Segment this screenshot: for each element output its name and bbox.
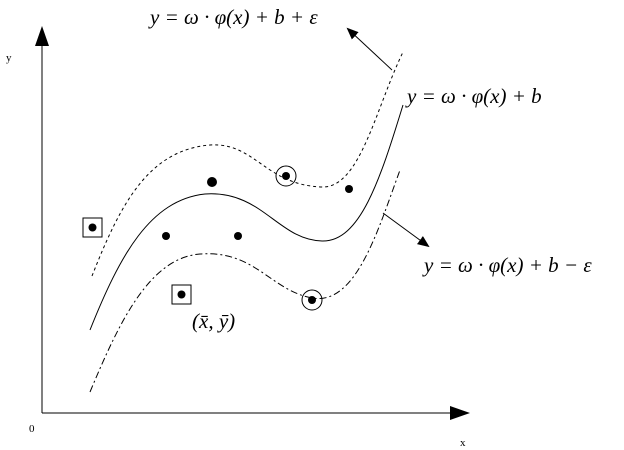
data-point bbox=[162, 232, 170, 240]
x-axis-label: x bbox=[460, 437, 466, 449]
x-axis-arrow-icon bbox=[450, 406, 470, 420]
support-vector-ring bbox=[275, 165, 297, 187]
upper-callout-arrow bbox=[346, 27, 393, 71]
mean-point-label: (x̄, ȳ) bbox=[192, 309, 235, 333]
outlier-box bbox=[171, 284, 192, 305]
lower-epsilon-curve bbox=[89, 169, 401, 393]
regression-curve bbox=[89, 104, 404, 331]
outlier-box bbox=[82, 217, 103, 238]
upper-bound-equation: y = ω · φ(x) + b + ε bbox=[148, 5, 318, 29]
outlier-point bbox=[177, 290, 186, 299]
data-point bbox=[345, 185, 353, 193]
lower-callout-arrow bbox=[382, 212, 430, 248]
data-point bbox=[207, 177, 217, 187]
support-vector-point bbox=[308, 296, 316, 304]
y-axis-arrow-icon bbox=[35, 26, 49, 46]
support-vector-ring bbox=[301, 289, 323, 311]
support-vector-point bbox=[282, 172, 290, 180]
data-point bbox=[234, 232, 242, 240]
regression-equation: y = ω · φ(x) + b bbox=[405, 84, 542, 108]
origin-label: 0 bbox=[29, 423, 35, 435]
upper-epsilon-curve bbox=[91, 51, 404, 277]
lower-bound-equation: y = ω · φ(x) + b − ε bbox=[422, 253, 592, 277]
outlier-point bbox=[88, 223, 97, 232]
y-axis-label: y bbox=[6, 52, 12, 64]
